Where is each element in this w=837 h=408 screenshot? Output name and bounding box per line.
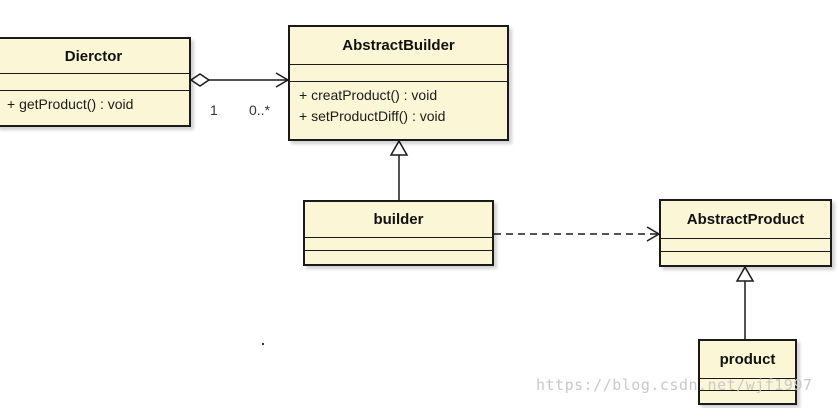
- multiplicity-source: 1: [210, 102, 218, 118]
- operation: + setProductDiff() : void: [299, 108, 446, 124]
- attributes-compartment: [700, 379, 795, 391]
- generalization-builder-abstract-builder: [389, 139, 409, 200]
- generalization-product-abstract-product: [735, 265, 755, 339]
- attributes-compartment: [661, 239, 830, 252]
- class-abstract-builder[interactable]: AbstractBuilder + creatProduct() : void …: [288, 25, 509, 141]
- operation: + creatProduct() : void: [299, 87, 438, 103]
- attributes-compartment: [0, 74, 189, 91]
- class-product[interactable]: product: [698, 339, 797, 405]
- multiplicity-target: 0..*: [249, 102, 271, 118]
- attributes-compartment: [290, 65, 507, 82]
- attributes-compartment: [305, 238, 492, 251]
- hollow-triangle-icon: [389, 139, 409, 156]
- class-name: AbstractBuilder: [290, 27, 507, 65]
- class-builder[interactable]: builder: [303, 200, 494, 266]
- association-director-abstract-builder: [189, 72, 290, 88]
- watermark-text: https://blog.csdn.net/wjf1997: [536, 376, 813, 394]
- dependency-builder-abstract-product: [494, 226, 661, 242]
- class-name: Dierctor: [0, 39, 189, 74]
- operation: + getProduct() : void: [7, 96, 134, 112]
- class-name: product: [700, 341, 795, 379]
- operations-compartment: + getProduct() : void: [0, 91, 189, 115]
- class-name: builder: [305, 202, 492, 238]
- class-abstract-product[interactable]: AbstractProduct: [659, 199, 832, 267]
- class-director[interactable]: Dierctor + getProduct() : void: [0, 37, 191, 127]
- aggregation-diamond-icon: [189, 73, 211, 87]
- hollow-triangle-icon: [735, 265, 755, 282]
- operations-compartment: + creatProduct() : void + setProductDiff…: [290, 82, 507, 127]
- class-name: AbstractProduct: [661, 201, 830, 239]
- stray-dot: [262, 343, 264, 345]
